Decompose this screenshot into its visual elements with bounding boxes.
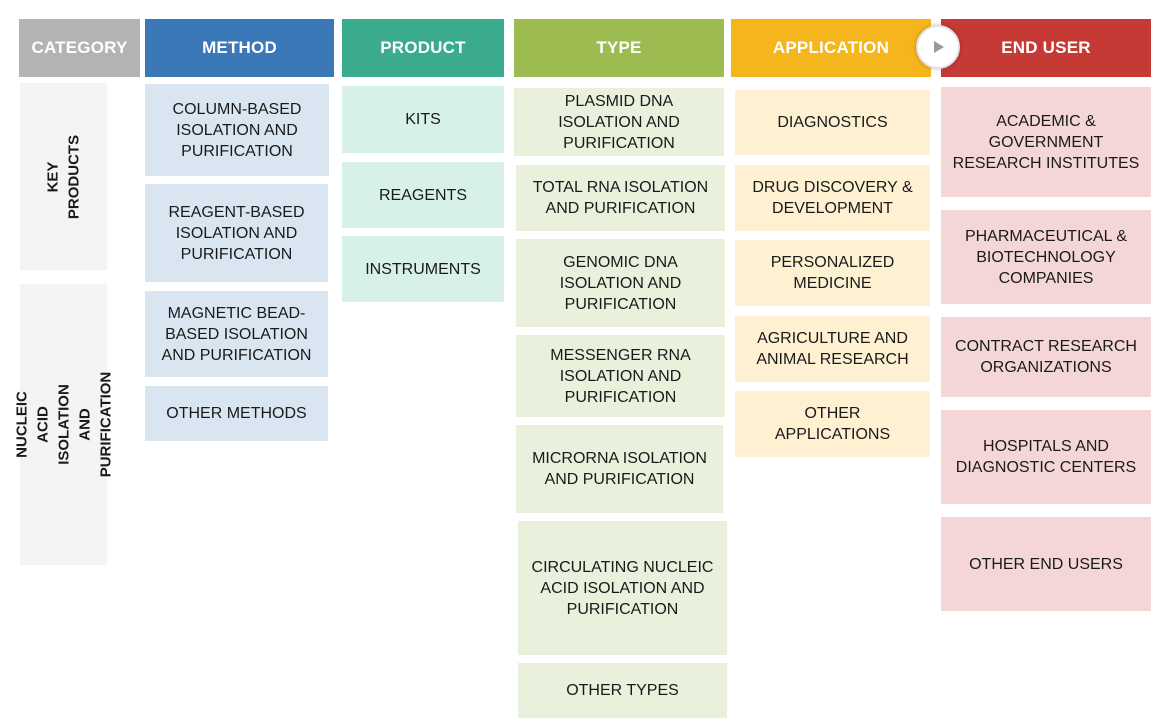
market-label: NUCLEIC ACID ISOLATION AND PURIFICATION — [13, 371, 114, 478]
type-box-circulating: CIRCULATING NUCLEIC ACID ISOLATION AND P… — [518, 521, 727, 655]
method-box-reagent-based: REAGENT-BASED ISOLATION AND PURIFICATION — [145, 184, 328, 282]
method-box-column-based: COLUMN-BASED ISOLATION AND PURIFICATION — [145, 84, 329, 176]
end-user-header: END USER — [941, 19, 1151, 77]
category-key-products: KEY PRODUCTS — [20, 83, 107, 270]
category-market: NUCLEIC ACID ISOLATION AND PURIFICATION — [13, 284, 114, 565]
type-box-other: OTHER TYPES — [518, 663, 727, 718]
end-user-box-contract-research: CONTRACT RESEARCH ORGANIZATIONS — [941, 317, 1151, 397]
product-box-kits: KITS — [342, 86, 504, 153]
application-header: APPLICATION — [731, 19, 931, 77]
key-products-label: KEY PRODUCTS — [44, 134, 83, 219]
product-header: PRODUCT — [342, 19, 504, 77]
method-header: METHOD — [145, 19, 334, 77]
application-box-drug-discovery: DRUG DISCOVERY & DEVELOPMENT — [735, 165, 930, 231]
end-user-box-pharmaceutical: PHARMACEUTICAL & BIOTECHNOLOGY COMPANIES — [941, 210, 1151, 304]
application-box-personalized-medicine: PERSONALIZED MEDICINE — [735, 240, 930, 306]
category-header: CATEGORY — [19, 19, 140, 77]
type-box-plasmid-dna: PLASMID DNA ISOLATION AND PURIFICATION — [514, 88, 724, 156]
product-box-instruments: INSTRUMENTS — [342, 236, 504, 302]
product-box-reagents: REAGENTS — [342, 162, 504, 228]
play-triangle-icon — [934, 41, 944, 53]
end-user-box-other: OTHER END USERS — [941, 517, 1151, 611]
type-box-total-rna: TOTAL RNA ISOLATION AND PURIFICATION — [516, 165, 725, 231]
type-box-messenger-rna: MESSENGER RNA ISOLATION AND PURIFICATION — [516, 335, 725, 417]
application-box-diagnostics: DIAGNOSTICS — [735, 90, 930, 155]
end-user-box-hospitals: HOSPITALS AND DIAGNOSTIC CENTERS — [941, 410, 1151, 504]
method-box-magnetic-bead: MAGNETIC BEAD- BASED ISOLATION AND PURIF… — [145, 291, 328, 377]
application-box-agriculture: AGRICULTURE AND ANIMAL RESEARCH — [735, 316, 930, 382]
method-box-other: OTHER METHODS — [145, 386, 328, 441]
application-box-other: OTHER APPLICATIONS — [735, 391, 930, 457]
type-box-microrna: MICRORNA ISOLATION AND PURIFICATION — [516, 425, 723, 513]
end-user-box-academic: ACADEMIC & GOVERNMENT RESEARCH INSTITUTE… — [941, 87, 1151, 197]
type-header: TYPE — [514, 19, 724, 77]
type-box-genomic-dna: GENOMIC DNA ISOLATION AND PURIFICATION — [516, 239, 725, 327]
play-icon[interactable] — [916, 25, 960, 69]
